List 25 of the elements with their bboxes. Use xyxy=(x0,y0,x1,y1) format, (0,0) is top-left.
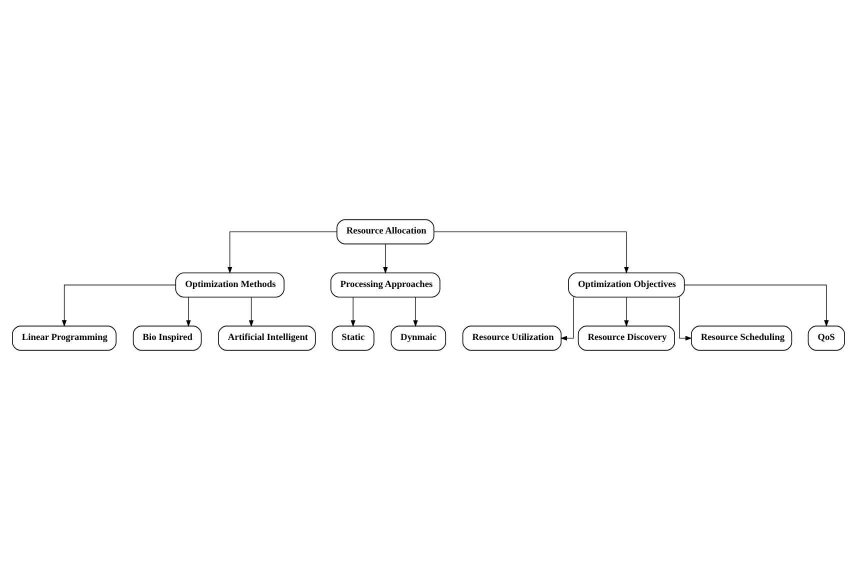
arrow xyxy=(186,297,191,327)
arrow xyxy=(413,297,418,327)
arrow xyxy=(684,284,829,327)
node-box: Optimization Objectives xyxy=(568,272,685,298)
arrow xyxy=(248,297,254,327)
arrow xyxy=(560,297,574,341)
node-box: Linear Programming xyxy=(12,326,116,351)
node-box: Static xyxy=(332,326,374,351)
arrow xyxy=(383,244,388,274)
arrow xyxy=(62,284,176,327)
node-box: Processing Approaches xyxy=(330,272,440,298)
node-box: Optimization Methods xyxy=(175,272,284,298)
node-box: Dynmaic xyxy=(390,326,446,351)
arrow xyxy=(624,297,629,327)
node-box: Bio Inspired xyxy=(132,326,202,351)
node-box: QoS xyxy=(808,326,845,351)
arrow xyxy=(228,231,338,274)
node-box: Resource Discovery xyxy=(578,326,675,351)
arrow xyxy=(350,297,356,327)
node-box: Resource Allocation xyxy=(336,219,434,244)
arrow xyxy=(679,297,692,341)
node-box: Resource Utilization xyxy=(462,326,562,351)
node-box: Artificial Intelligent xyxy=(218,326,316,351)
node-box: Resource Scheduling xyxy=(691,326,792,351)
arrow xyxy=(434,231,629,274)
